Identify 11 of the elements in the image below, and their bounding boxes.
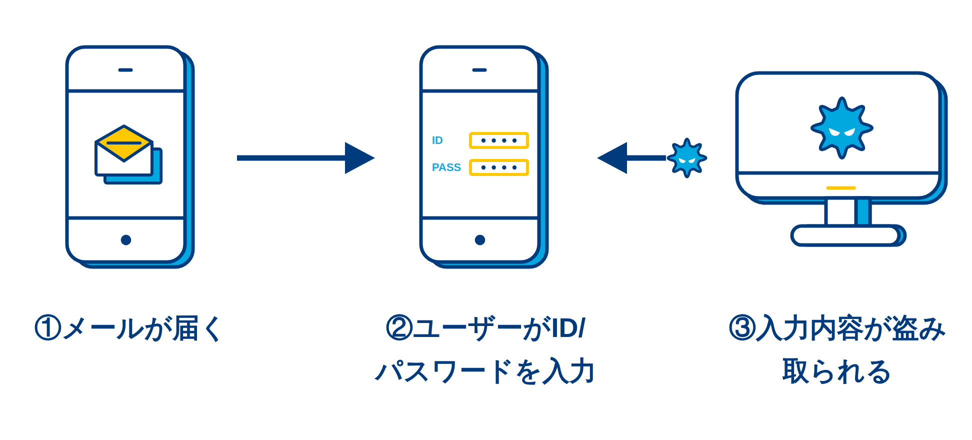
monitor-illustration [733, 70, 949, 250]
field-label: ID [432, 135, 443, 148]
smartphone-illustration [65, 45, 195, 269]
field-label: PASS [432, 162, 462, 175]
arrow [597, 142, 666, 174]
virus-icon [666, 137, 708, 179]
step-label: ②ユーザーがID/パスワードを入力 [374, 312, 598, 388]
step-label: ①メールが届く [34, 312, 228, 344]
step-label: ③入力内容が盗み取られる [728, 312, 948, 388]
arrow [237, 142, 375, 174]
smartphone-illustration [419, 45, 549, 269]
